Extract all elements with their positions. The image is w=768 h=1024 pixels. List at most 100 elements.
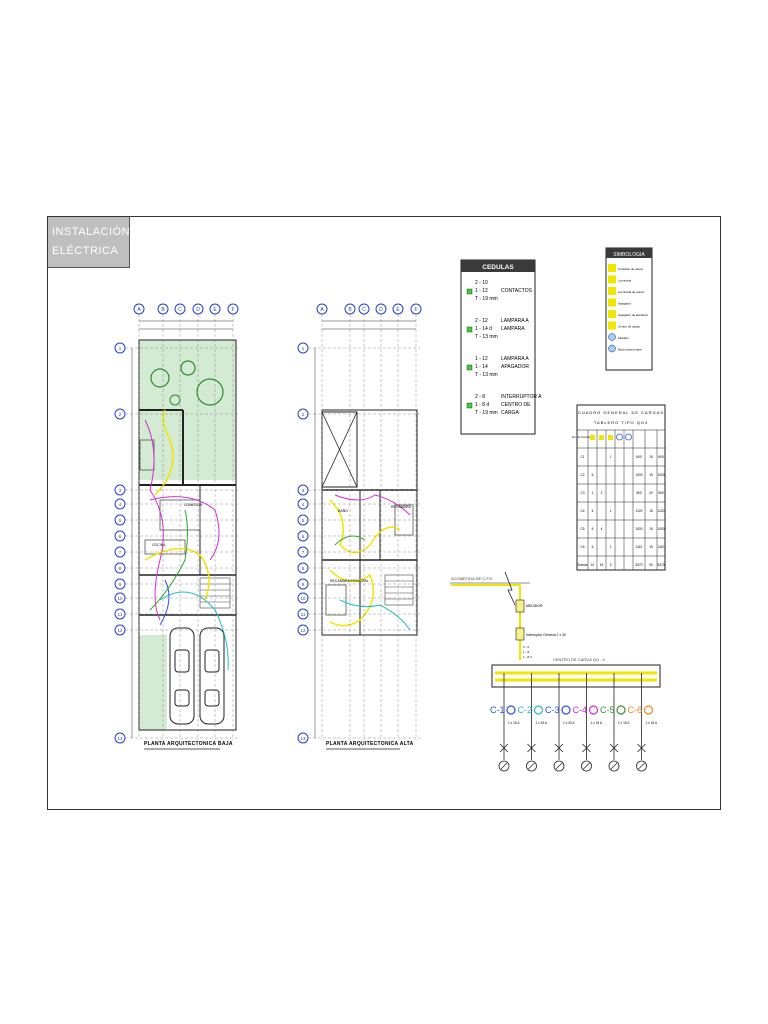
cedula-symbol-icon [466,364,473,371]
cuadro-cell: 2 [601,491,603,495]
axis-number: 10 [117,596,123,601]
medidor-icon [515,599,525,613]
symbol-label: Medidor [618,336,629,340]
cedula-symbol-icon [466,288,473,295]
wire-spec-1: 2 - 6 [523,645,529,649]
upper-floor-plan: BAÑO RECAMARA RECAMARA PRINCIPAL PLANTA … [321,409,418,750]
interruptor-icon [515,627,525,641]
axis-letter: D [379,307,383,313]
title-line-1: INSTALACIÓN [52,226,131,238]
cuadro-cell: 1 [610,545,612,549]
cuadro-cell: 15 [649,545,653,549]
axis-letter: D [196,307,200,313]
cedula-symbol-icon [466,326,473,333]
symbol-swatch-icon [608,264,616,272]
breaker-rating: 1 x 15 A [536,721,548,725]
acometida-label: ACOMETIDA DE C.F.E. [451,576,493,581]
cuadro-cell: 15 [600,563,604,567]
cuadro-cell: C5 [580,527,584,531]
symbol-swatch-icon [608,321,616,330]
medidor-label: MEDIDOR [526,604,543,608]
cuadro-cell: 15 [649,527,653,531]
cuadro-cell: 3 [610,563,612,567]
cuadro-cell: 1110 [636,545,643,549]
cedula-spec: T - 13 mm [475,334,498,340]
cuadro-cell: 5370 [635,563,642,567]
axis-number: 7 [119,550,122,555]
axis-number: 1 [119,346,122,351]
lamp-icon [582,743,591,753]
cedula-spec: 1 - 8 d [475,402,489,408]
cuadro-cell: 90 [649,563,653,567]
axis-letter: B [348,307,352,313]
cuadro-cell: 500 [658,491,664,495]
cedula-label: LAMPARA A [501,356,529,362]
symbol-swatch-icon [608,287,616,295]
axis-number: 2 [302,412,305,417]
breaker-rating: 1 x 20 A [563,721,575,725]
circuit-label: C-3 [545,705,560,715]
symbol-label: Centro de carga [618,325,640,329]
stairs [384,574,414,606]
symbol-swatch-icon [608,310,616,318]
header-swatch-icon [599,435,604,440]
title-line-2: ELÉCTRICA [52,245,119,257]
room-label-cocina: COCINA [152,543,166,547]
axis-letter: C [362,307,366,313]
cuadro-cell: 1 [610,509,612,513]
axis-number: 3 [119,488,122,493]
header-circle-icon [625,433,632,441]
cuadro-cell: 1 [592,491,594,495]
cedula-spec: 1 - 14 [475,364,488,370]
bed [325,584,347,616]
axis-number: 13 [117,736,123,741]
circuit-label: C-2 [518,705,533,715]
symbol-swatch-icon [608,275,616,284]
cuadro-cell: 1000 [657,473,664,477]
symbol-circle-icon [608,344,616,353]
circuit-label: C-5 [600,705,615,715]
header-swatch-icon [590,435,595,440]
breaker-icon [533,705,544,715]
cedula-spec: 2 - 8 [475,394,485,400]
cedula-symbol-icon [466,402,473,409]
cuadro-cell: C4 [580,509,584,513]
cuadro-cell: 6 [592,545,594,549]
cedula-label: CARGA [501,410,519,416]
cuadro-general-cargas: CUADRO GENERAL DE CARGAS TABLERO TIPO QO… [572,404,666,571]
cedula-spec: T - 19 mm [475,410,498,416]
axis-letter: A [137,307,141,313]
header-circle-icon [616,433,623,441]
breaker-icon [588,705,599,715]
lamp-icon [499,743,509,753]
cuadro-cell: 1000 [657,527,664,531]
symbol-label: Apagador [618,302,631,306]
breaker-icon [506,705,516,715]
upper-outline [321,409,418,636]
axis-number: 2 [119,412,122,417]
axis-number: 5 [302,518,305,523]
axis-number: 4 [302,502,305,507]
axis-number: 9 [302,582,305,587]
cuadro-cell: 10 [591,563,595,567]
axis-letter: C [178,307,182,313]
axis-letter: F [231,307,234,313]
cuadro-cell: 5370 [657,563,664,567]
cuadro-cell: 1000 [635,473,642,477]
cuadro-cell: 6 [592,527,594,531]
breaker-icon [616,705,626,715]
axis-number: 11 [301,612,306,617]
axis-number: 12 [300,628,306,633]
axis-letter: A [320,307,324,313]
cedulas-title: CEDULAS [482,264,514,271]
breaker-rating: 1 x 15 A [591,721,603,725]
cuadro-cell: C1 [580,455,584,459]
room-label-recamara-principal: RECAMARA PRINCIPAL [330,579,369,583]
axis-letter: E [396,307,400,313]
axis-number: 7 [302,550,305,555]
simbologia-legend: SIMBOLOGIA Contacto de paredLuminariaLum… [605,247,653,371]
cedula-label: INTERRUPTOR A [501,394,542,400]
cuadro-cell: 15 [649,509,653,513]
